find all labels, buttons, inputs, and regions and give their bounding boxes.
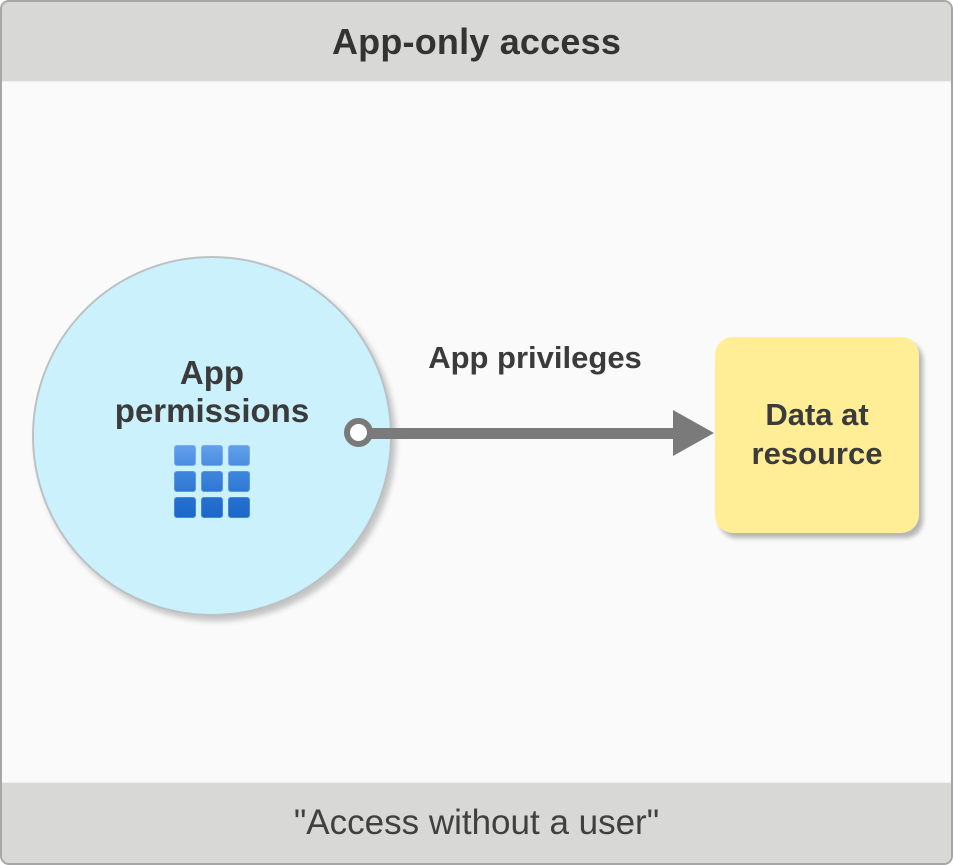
data-at-resource-box: Data at resource	[715, 337, 919, 533]
arrow-head-icon	[673, 410, 714, 456]
connector-dot	[344, 418, 373, 447]
grid-cell	[228, 496, 250, 518]
app-privileges-label: App privileges	[428, 340, 642, 375]
grid-cell	[174, 444, 196, 466]
grid-cell	[201, 444, 223, 466]
grid-cell	[201, 496, 223, 518]
grid-cell	[228, 444, 250, 466]
grid-cell	[201, 470, 223, 492]
grid-cell	[228, 470, 250, 492]
app-grid-icon	[174, 444, 250, 518]
grid-cell	[174, 470, 196, 492]
footer-caption: "Access without a user"	[293, 803, 660, 842]
header-band: App-only access	[2, 2, 951, 82]
app-permissions-label: App permissions	[114, 354, 310, 429]
footer-band: "Access without a user"	[2, 782, 951, 863]
arrow-line	[370, 428, 676, 439]
app-permissions-circle: App permissions	[32, 256, 392, 616]
data-at-resource-label: Data at resource	[751, 397, 883, 471]
grid-cell	[174, 496, 196, 518]
page-title: App-only access	[331, 20, 622, 62]
